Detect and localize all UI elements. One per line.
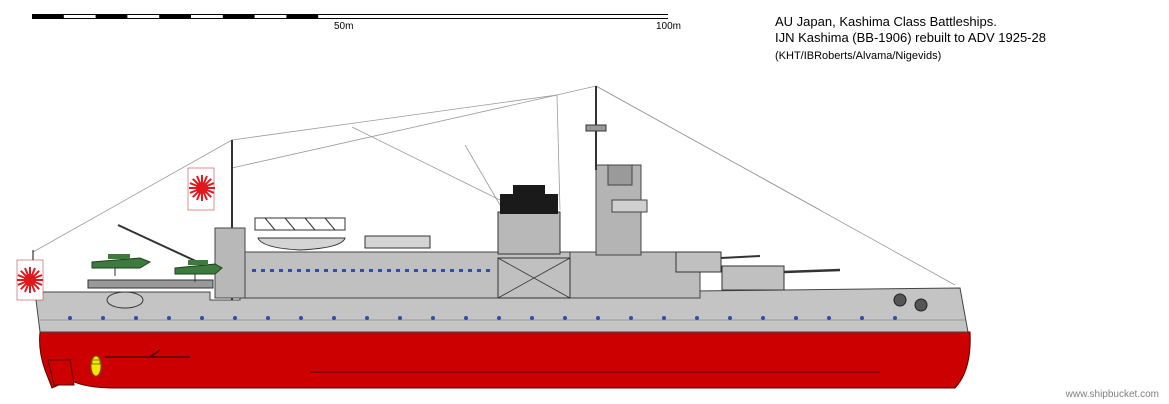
scale-bar-graphic [32, 14, 668, 19]
funnel-cap [500, 194, 558, 214]
hull-portholes [68, 316, 897, 320]
scale-label-50m: 50m [334, 21, 354, 32]
rigging [32, 85, 956, 286]
scale-bar-inner [32, 15, 668, 18]
hull-upper [35, 287, 969, 333]
catapult [87, 279, 214, 289]
truss-cross [497, 257, 571, 299]
seaplane-icon [91, 254, 152, 276]
title-line-class: AU Japan, Kashima Class Battleships. [775, 14, 997, 29]
funnel-base-truss [497, 257, 571, 299]
forward-turrets [675, 251, 841, 291]
shaft [105, 349, 190, 358]
title-block: AU Japan, Kashima Class Battleships. IJN… [775, 14, 1155, 63]
deckhouse [239, 251, 571, 299]
scale-label-100m: 100m [656, 21, 682, 32]
seaplane-icon [174, 260, 223, 282]
propeller-icon [90, 355, 102, 377]
scale-ticks [32, 15, 319, 18]
stern-flag-group [16, 250, 44, 301]
watermark: www.shipbucket.com [1065, 389, 1159, 400]
ships-boat [257, 237, 346, 251]
aft-turret [106, 291, 144, 309]
deckhouse-windows [252, 269, 490, 272]
gun-turret-icon [675, 251, 722, 273]
aft-deckhouse [214, 227, 246, 299]
credits: (KHT/IBRoberts/Alvama/Nigevids) [775, 50, 942, 62]
mast-flag-group [187, 167, 215, 211]
title-line-ship: IJN Kashima (BB-1906) rebuilt to ADV 192… [775, 30, 1046, 45]
gun-turret-icon [721, 265, 785, 291]
funnel-top [513, 185, 545, 195]
funnel [497, 211, 561, 255]
hull-lower [39, 331, 971, 389]
foretop [585, 124, 607, 132]
rudder [47, 359, 75, 386]
bridge-platform [611, 199, 648, 213]
director [607, 164, 633, 186]
scale-bar: 50m 100m [0, 0, 690, 40]
launch [364, 235, 431, 249]
bow-casemates [893, 293, 928, 312]
boat-gantry [254, 217, 346, 231]
